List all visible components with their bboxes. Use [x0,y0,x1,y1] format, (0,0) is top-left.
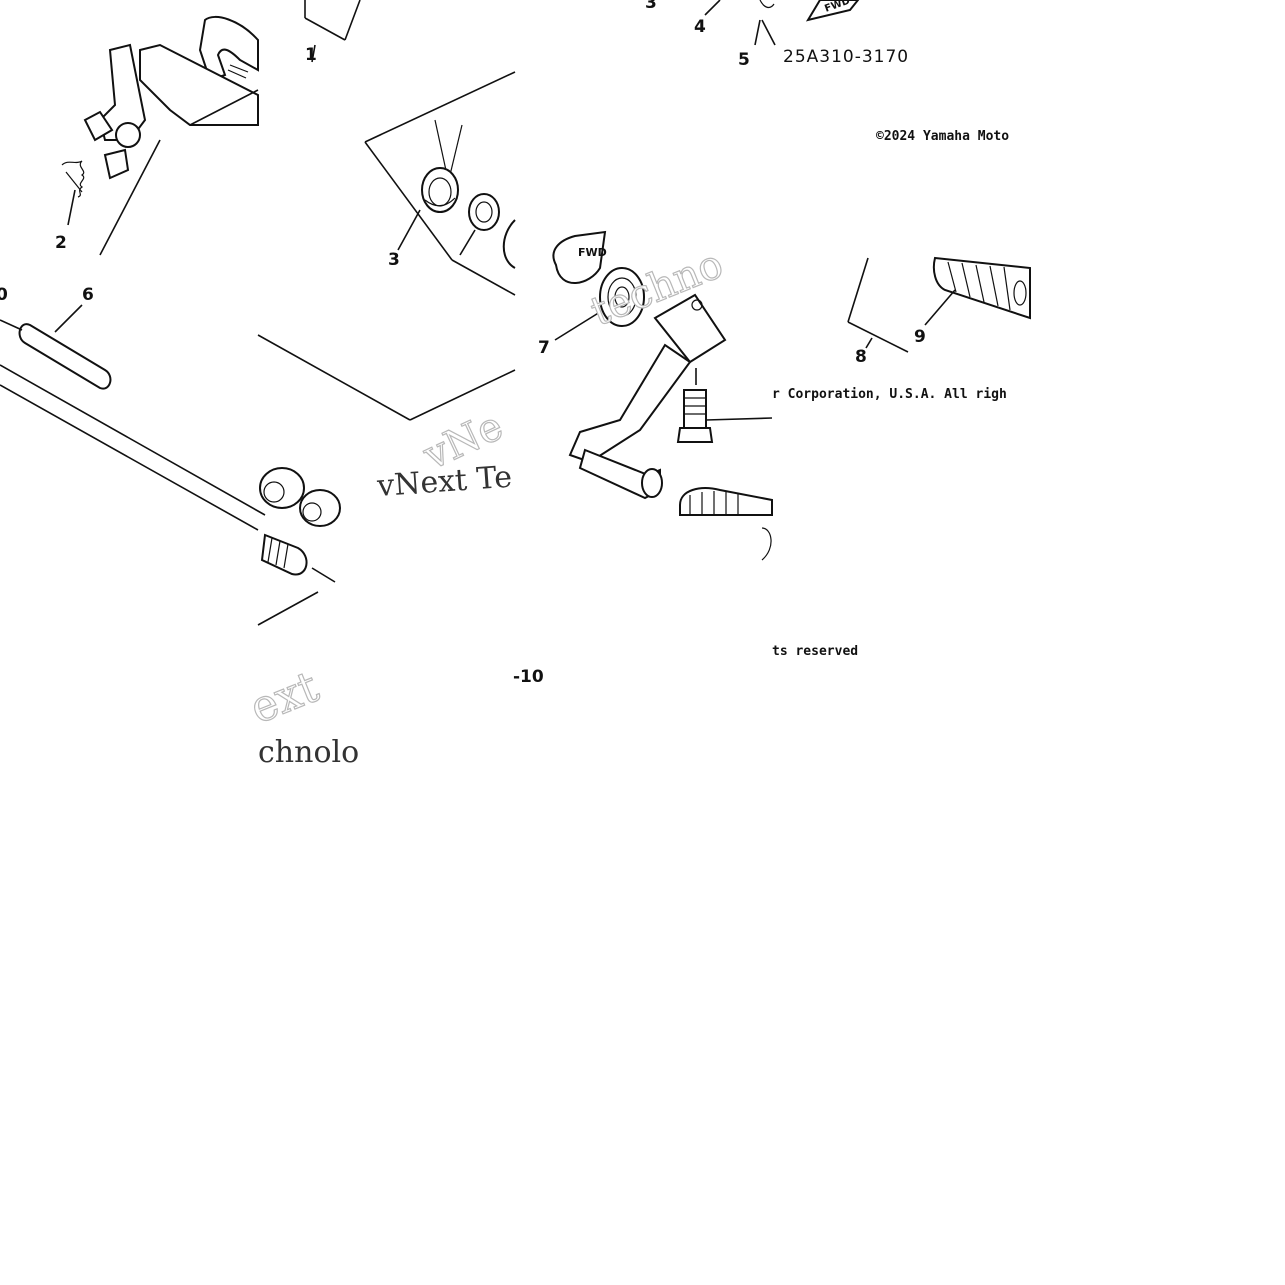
callout-3-top: 3 [645,0,657,13]
washers [259,467,341,527]
part-number: 25A310-3170 [783,47,909,67]
spring-part-2 [61,160,85,226]
clip-spring-3 [397,119,463,251]
page-number: -10 [513,667,544,687]
watermark-chnolo: chnolo [258,735,359,770]
pedal-rubber-lower [679,487,773,561]
shift-shaft [0,364,336,626]
fwd-washer: FWD [552,230,607,284]
shift-lever-assembly [83,15,259,256]
callout-4: 4 [694,17,706,37]
copyright-end: ts reserved [772,644,858,659]
shift-rubber-9 [924,256,1031,326]
leader-1 [304,0,361,63]
callout-2: 2 [55,233,67,253]
fwd-label-washer: FWD [578,246,607,259]
callout-0: 0 [0,285,8,305]
callout-7: 7 [538,338,550,358]
callout-5: 5 [738,50,750,70]
callout-8: 8 [855,347,867,367]
callout-6: 6 [82,285,94,305]
callout-9: 9 [914,327,926,347]
leader-4-5 [704,0,776,46]
circlip [459,193,500,256]
bearing-7 [554,267,645,341]
bolt [676,389,773,443]
leader-8 [847,257,909,353]
watermark-ext: ext [243,661,326,734]
copyright-top: ©2024 Yamaha Moto [876,129,1009,144]
callout-3: 3 [388,250,400,270]
detail-box [257,71,516,421]
fwd-tag-top: FWD [805,0,860,22]
copyright-mid: r Corporation, U.S.A. All righ [772,387,1007,402]
leader-0 [0,319,23,331]
callout-1: 1 [305,45,317,65]
pin-6 [18,304,112,390]
shift-pedal-arm [568,293,727,500]
washer-partial [502,219,516,269]
